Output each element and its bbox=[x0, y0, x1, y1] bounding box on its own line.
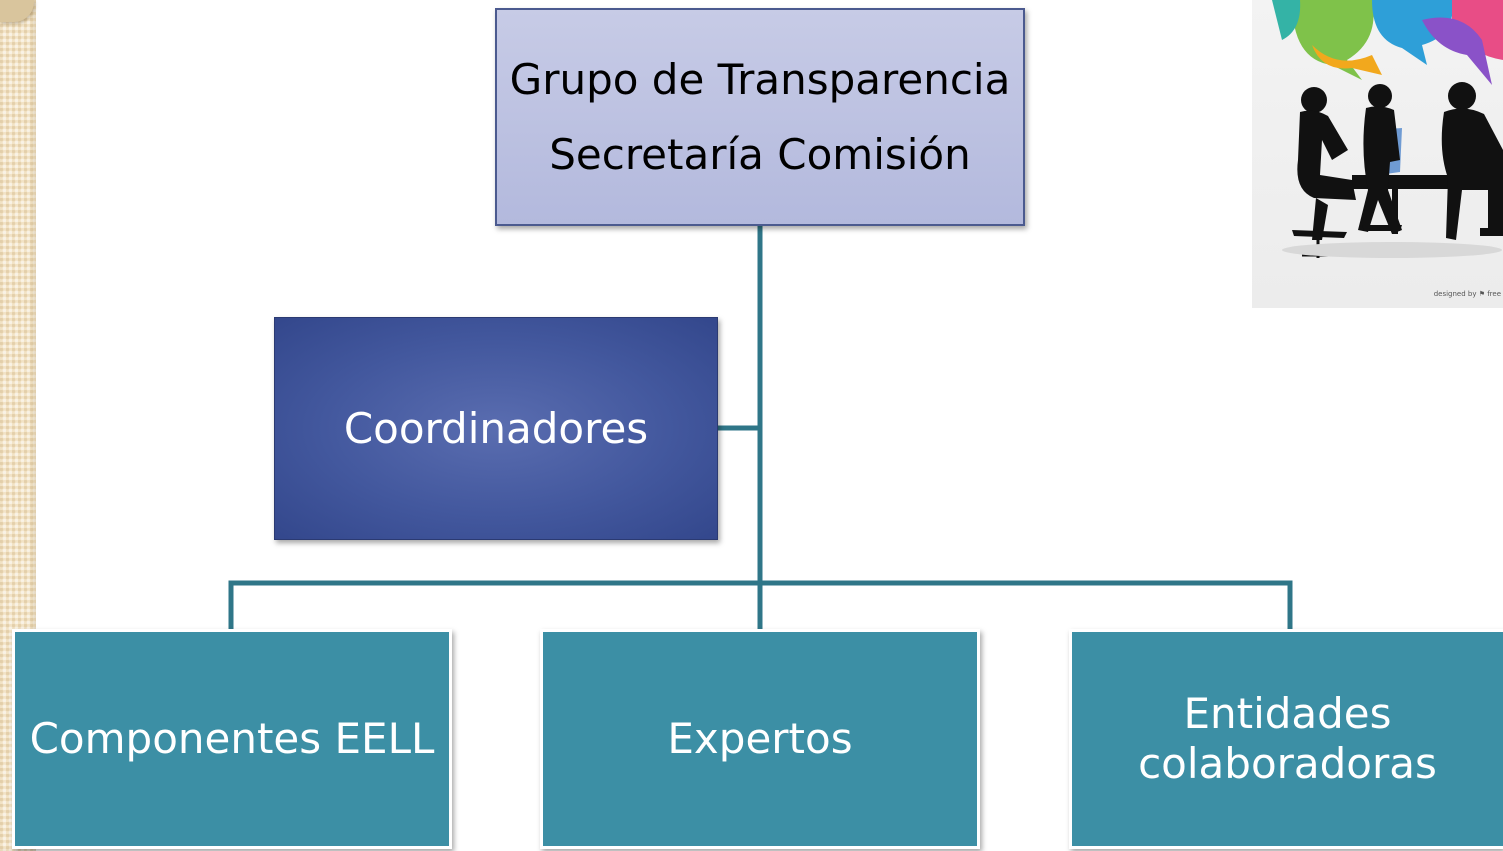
child-node-label-line2: colaboradoras bbox=[1138, 739, 1437, 788]
page-curl-decoration bbox=[0, 0, 34, 22]
decorative-border bbox=[0, 0, 36, 851]
child-node-entidades: Entidades colaboradoras bbox=[1069, 629, 1503, 849]
meeting-silhouette-icon bbox=[1272, 0, 1503, 258]
top-node-subtitle: Secretaría Comisión bbox=[549, 130, 971, 179]
child-node-label: Componentes EELL bbox=[29, 714, 435, 763]
child-node-componentes: Componentes EELL bbox=[12, 629, 452, 849]
child-node-label: Expertos bbox=[667, 714, 853, 763]
image-credit: designed by ⚑ free bbox=[1433, 290, 1501, 298]
top-node-title: Grupo de Transparencia bbox=[509, 55, 1011, 104]
child-node-label-line1: Entidades bbox=[1183, 689, 1392, 738]
top-node-box: Grupo de Transparencia Secretaría Comisi… bbox=[495, 8, 1025, 226]
child-node-expertos: Expertos bbox=[540, 629, 980, 849]
people-meeting-illustration: designed by ⚑ free bbox=[1252, 0, 1503, 308]
assistant-node-box: Coordinadores bbox=[274, 317, 718, 540]
assistant-node-label: Coordinadores bbox=[343, 404, 649, 453]
